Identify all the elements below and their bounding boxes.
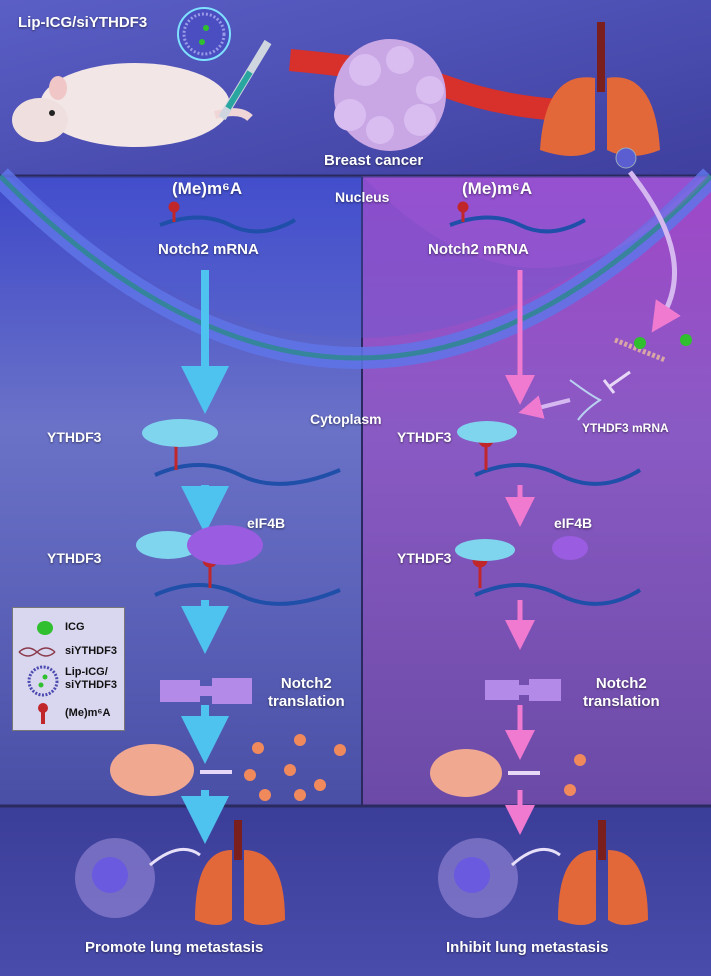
nucleus-label: Nucleus <box>335 189 390 205</box>
right-mrna-label: Notch2 mRNA <box>428 241 529 258</box>
green-sphere-icon <box>37 621 53 635</box>
nude-mouse-illustration <box>12 63 253 147</box>
cytoplasm-label: Cytoplasm <box>310 411 382 427</box>
tumor-cell-clusters <box>110 744 540 797</box>
legend-item-icg: ICG <box>13 618 124 644</box>
left-metastasis-illustration <box>75 820 285 925</box>
left-eif4b-label: eIF4B <box>247 515 286 531</box>
right-translation-line1: Notch2 <box>595 675 647 692</box>
right-ythdf3-label-1: YTHDF3 <box>397 429 452 445</box>
breast-cancer-label: Breast cancer <box>324 152 424 169</box>
ythdf3-mrna-label: YTHDF3 mRNA <box>582 421 669 435</box>
liposome-nanoparticle-icon <box>177 7 231 61</box>
legend-item-m6a: (Me)m⁶A <box>13 702 124 728</box>
right-m6a-label: (Me)m⁶A <box>462 179 533 198</box>
dna-helix-icon <box>18 647 56 657</box>
nuclear-membrane <box>0 168 711 369</box>
right-outcome-label: Inhibit lung metastasis <box>446 939 609 956</box>
notch2-protein-icons <box>160 678 561 704</box>
legend-item-siythdf3: siYTHDF3 <box>13 642 124 668</box>
nanoparticle-circulating <box>615 147 637 169</box>
liposome-icon <box>27 665 59 697</box>
syringe-icon <box>218 39 272 121</box>
eif4b-proteins <box>187 525 588 565</box>
nanoparticle-label: Lip-ICG/siYTHDF3 <box>18 14 148 31</box>
left-translation-label: Notch2 translation <box>268 675 345 711</box>
left-outcome-label: Promote lung metastasis <box>85 939 264 956</box>
red-pin-icon <box>38 703 48 724</box>
left-m6a-label: (Me)m⁶A <box>172 179 243 198</box>
left-ythdf3-label-2: YTHDF3 <box>47 550 102 566</box>
ythdf3-proteins <box>136 419 517 561</box>
left-ythdf3-label-1: YTHDF3 <box>47 429 102 445</box>
left-mrna-label: Notch2 mRNA <box>158 241 259 258</box>
right-eif4b-label: eIF4B <box>554 515 593 531</box>
uptake-arrow <box>628 170 681 333</box>
mrna-strands <box>154 215 642 606</box>
left-translation-line2: translation <box>268 693 345 710</box>
breast-tumor-illustration <box>289 39 561 151</box>
legend: ICG siYTHDF3 Lip-ICG/siYTHDF3 (Me)m⁶A <box>12 607 125 731</box>
right-translation-label: Notch2 translation <box>583 675 660 711</box>
right-metastasis-illustration <box>438 820 648 925</box>
right-ythdf3-label-2: YTHDF3 <box>397 550 452 566</box>
legend-item-liposome: Lip-ICG/siYTHDF3 <box>13 664 124 698</box>
left-translation-line1: Notch2 <box>280 675 332 692</box>
migrating-cells <box>244 734 586 801</box>
sirna-release <box>518 334 692 421</box>
right-translation-line2: translation <box>583 693 660 710</box>
lungs-illustration-top <box>540 22 660 156</box>
